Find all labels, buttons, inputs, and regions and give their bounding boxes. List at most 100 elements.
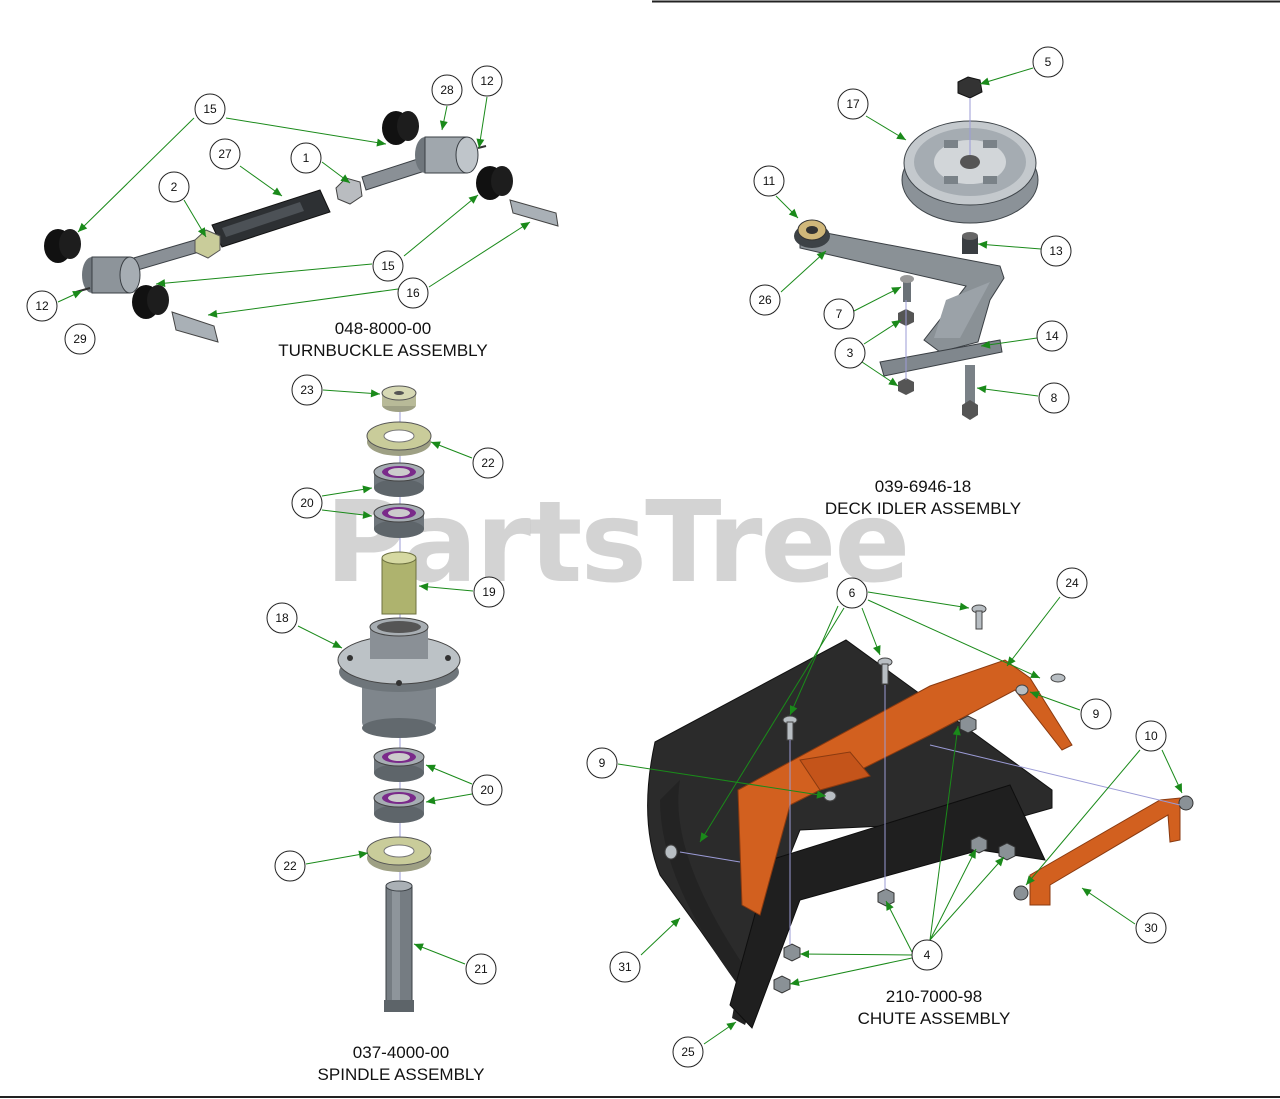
callout-14: 14 — [1036, 320, 1068, 352]
callout-circle — [836, 577, 868, 609]
callout-number: 15 — [203, 102, 217, 116]
callout-3: 3 — [834, 337, 866, 369]
leader-line — [867, 599, 1041, 679]
callout-26: 26 — [749, 284, 781, 316]
callout-24: 24 — [1056, 567, 1088, 599]
callout-circle — [1036, 320, 1068, 352]
leader-arrowhead — [1007, 656, 1016, 666]
callout-number: 17 — [846, 97, 860, 111]
leader-line — [403, 194, 479, 257]
callout-number: 10 — [1144, 729, 1158, 743]
callout-12: 12 — [26, 290, 58, 322]
callout-circle — [823, 298, 855, 330]
leader-arrowhead — [980, 77, 990, 86]
callout-circle — [837, 88, 869, 120]
flange-nut-2 — [783, 943, 801, 962]
callout-number: 13 — [1049, 244, 1063, 258]
leader-lines — [57, 67, 1183, 1045]
leader-arrowhead — [978, 240, 988, 249]
leader-line — [225, 117, 387, 145]
callout-circle — [372, 250, 404, 282]
callout-20: 20 — [471, 774, 503, 806]
leader-line — [322, 389, 381, 395]
leader-line — [77, 117, 195, 233]
leader-arrowhead — [426, 796, 436, 805]
callout-number: 4 — [924, 948, 931, 962]
leader-arrowhead — [208, 309, 218, 318]
callout-10: 10 — [1135, 720, 1167, 752]
callout-number: 22 — [283, 859, 297, 873]
flange-nut-4 — [970, 835, 988, 854]
callout-number: 29 — [73, 332, 87, 346]
callout-number: 23 — [300, 383, 314, 397]
callout-6: 6 — [836, 577, 868, 609]
callout-circle — [290, 142, 322, 174]
callout-20: 20 — [291, 487, 323, 519]
leader-arrowhead — [959, 602, 969, 611]
pulley-spacer — [962, 236, 978, 254]
leader-line — [155, 263, 373, 285]
callout-circle — [471, 65, 503, 97]
callout-number: 27 — [218, 147, 232, 161]
leader-arrowhead — [439, 120, 448, 130]
leader-arrowhead — [670, 918, 680, 928]
flange-nut-5 — [998, 842, 1016, 861]
leader-arrowhead — [419, 582, 429, 591]
callout-number: 20 — [300, 496, 314, 510]
chute-artwork — [647, 604, 1194, 1029]
callout-number: 28 — [440, 83, 454, 97]
callout-circle — [1056, 567, 1088, 599]
callout-circle — [471, 774, 503, 806]
leader-line — [413, 943, 466, 965]
leader-arrowhead — [72, 291, 82, 299]
flange-nut-6 — [959, 715, 977, 734]
leader-arrowhead — [414, 943, 424, 952]
callout-circle — [194, 93, 226, 125]
leader-line — [780, 250, 827, 293]
leader-arrowhead — [789, 705, 798, 715]
callout-22: 22 — [274, 850, 306, 882]
leader-line — [789, 605, 839, 716]
callout-12: 12 — [471, 65, 503, 97]
callout-number: 15 — [381, 259, 395, 273]
leader-arrowhead — [272, 187, 282, 196]
callout-circle — [266, 602, 298, 634]
callout-15: 15 — [372, 250, 404, 282]
callout-circle — [1040, 235, 1072, 267]
leader-arrowhead — [197, 227, 206, 237]
callout-circle — [672, 1036, 704, 1068]
leader-line — [929, 856, 1005, 941]
bolt-7 — [903, 280, 911, 302]
leader-arrowhead — [891, 287, 901, 295]
leader-arrowhead — [340, 174, 350, 183]
callout-circle — [397, 277, 429, 309]
spindle-artwork — [337, 385, 461, 1012]
leader-arrowhead — [358, 850, 368, 859]
callout-circle — [64, 323, 96, 355]
leader-line — [979, 67, 1034, 85]
callout-circle — [209, 138, 241, 170]
callout-4: 4 — [911, 939, 943, 971]
callout-28: 28 — [431, 74, 463, 106]
leader-line — [789, 957, 913, 985]
turnbuckle-assembly-name: TURNBUCKLE ASSEMBLY — [278, 341, 488, 360]
leader-arrowhead — [888, 377, 898, 386]
callout-9: 9 — [586, 747, 618, 779]
callout-30: 30 — [1135, 912, 1167, 944]
leader-arrowhead — [520, 222, 530, 231]
bolt-8 — [965, 365, 975, 407]
callout-number: 8 — [1051, 391, 1058, 405]
leader-line — [617, 763, 827, 797]
leader-arrowhead — [332, 640, 342, 648]
callout-27: 27 — [209, 138, 241, 170]
callout-17: 17 — [837, 88, 869, 120]
leader-arrowhead — [896, 131, 906, 140]
leader-arrowhead — [700, 832, 709, 842]
leader-line — [980, 337, 1038, 347]
